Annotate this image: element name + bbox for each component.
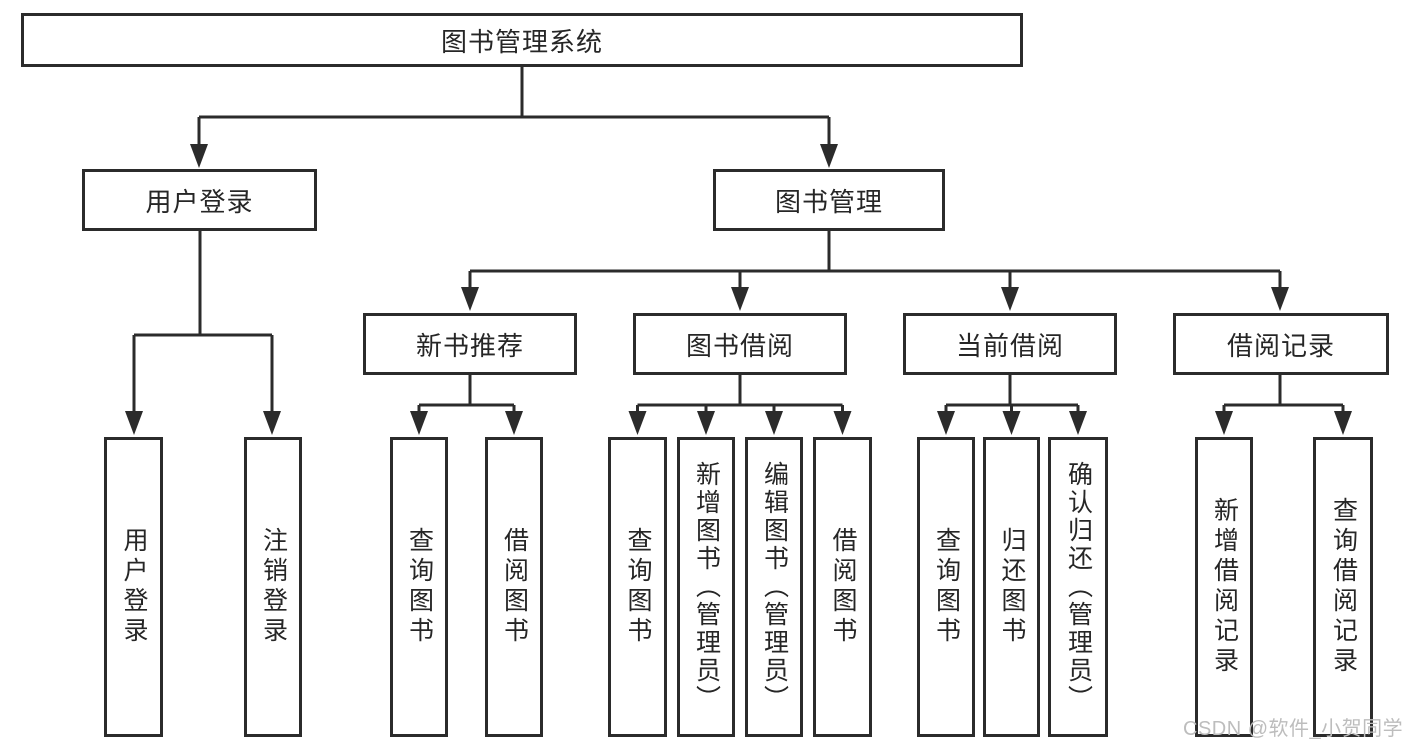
leaf-query-borrow-record: 查询借阅记录	[1313, 437, 1373, 737]
node-label: 新增图书（管理员）	[692, 461, 721, 713]
connector-lines	[132, 67, 1345, 412]
node-label: 新书推荐	[415, 330, 524, 361]
node-label: 查询图书	[624, 527, 652, 647]
leaf-logout: 注销登录	[244, 437, 302, 737]
leaf-query-books-recommend: 查询图书	[390, 437, 448, 737]
leaf-borrow-books-recommend: 借阅图书	[485, 437, 543, 737]
node-label: 图书管理	[774, 186, 883, 217]
node-label: 注销登录	[259, 527, 288, 647]
node-book-management: 图书管理	[713, 169, 945, 231]
node-label: 用户登录	[120, 527, 148, 647]
leaf-query-books-borrow: 查询图书	[608, 437, 667, 737]
leaf-edit-book-admin: 编辑图书（管理员）	[745, 437, 803, 737]
node-new-book-recommend: 新书推荐	[363, 313, 577, 375]
node-user-login: 用户登录	[82, 169, 317, 231]
leaf-borrow-books-borrow: 借阅图书	[813, 437, 872, 737]
watermark: CSDN @软件_小贺同学	[1183, 718, 1404, 740]
node-label: 借阅记录	[1226, 330, 1335, 361]
node-label: 归还图书	[998, 527, 1026, 647]
node-label: 借阅图书	[829, 527, 857, 647]
node-label: 用户登录	[145, 186, 254, 217]
leaf-return-book: 归还图书	[983, 437, 1040, 737]
node-label: 图书借阅	[685, 330, 794, 361]
node-label: 确认归还（管理员）	[1064, 461, 1093, 713]
leaf-query-books-current: 查询图书	[917, 437, 975, 737]
node-current-borrow: 当前借阅	[903, 313, 1117, 375]
leaf-confirm-return-admin: 确认归还（管理员）	[1048, 437, 1108, 737]
leaf-add-book-admin: 新增图书（管理员）	[677, 437, 735, 737]
node-label: 借阅图书	[500, 527, 529, 647]
node-label: 编辑图书（管理员）	[760, 461, 789, 713]
node-label: 查询图书	[932, 527, 961, 647]
node-book-borrow: 图书借阅	[633, 313, 847, 375]
node-label: 当前借阅	[955, 330, 1064, 361]
node-label: 图书管理系统	[440, 26, 603, 57]
node-label: 新增借阅记录	[1210, 497, 1239, 677]
node-label: 查询借阅记录	[1329, 497, 1358, 677]
leaf-user-login: 用户登录	[104, 437, 163, 737]
node-root-book-management-system: 图书管理系统	[21, 13, 1023, 67]
node-borrow-records: 借阅记录	[1173, 313, 1389, 375]
node-label: 查询图书	[405, 527, 434, 647]
leaf-add-borrow-record: 新增借阅记录	[1195, 437, 1253, 737]
